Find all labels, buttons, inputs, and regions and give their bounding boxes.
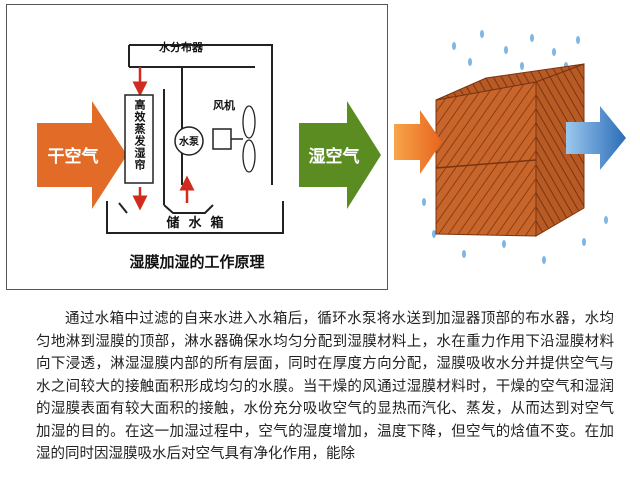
water-droplets (422, 30, 608, 264)
dry-air-label: 干空气 (48, 146, 99, 167)
humid-air-label: 湿空气 (309, 146, 360, 167)
principle-diagram: 干空气 湿空气 水分布器 高效蒸发湿帘 水泵 (6, 4, 388, 290)
fan-label: 风机 (213, 98, 235, 112)
principle-schematic: 干空气 湿空气 水分布器 高效蒸发湿帘 水泵 (37, 40, 381, 234)
pad-label: 高效蒸发湿帘 (133, 99, 146, 171)
dry-air-arrow: 干空气 (37, 101, 127, 209)
fan-motor (212, 128, 232, 150)
fan-icon (242, 105, 256, 173)
pump-label: 水泵 (178, 135, 200, 148)
pad-seam (435, 159, 537, 169)
pad-front-face (435, 81, 537, 237)
storage-tank (106, 201, 284, 234)
distributor-label: 水分布器 (159, 40, 204, 54)
description-paragraph: 通过水箱中过滤的自来水进入水箱后，循环水泵将水送到加湿器顶部的布水器，水均匀地淋… (36, 311, 614, 462)
pad-side-face (535, 63, 585, 237)
outflow-arrow (566, 106, 626, 170)
diagram-caption: 湿膜加湿的工作原理 (129, 253, 265, 271)
inflow-arrow (394, 110, 442, 174)
evaporative-pad (124, 94, 154, 184)
pad-illustration (394, 30, 626, 264)
pump-icon (174, 126, 204, 156)
tank-label: 储 水 箱 (165, 215, 223, 231)
water-distributor (128, 44, 273, 185)
humid-air-arrow: 湿空气 (299, 101, 381, 209)
evaporative-pad-photo (394, 4, 634, 290)
